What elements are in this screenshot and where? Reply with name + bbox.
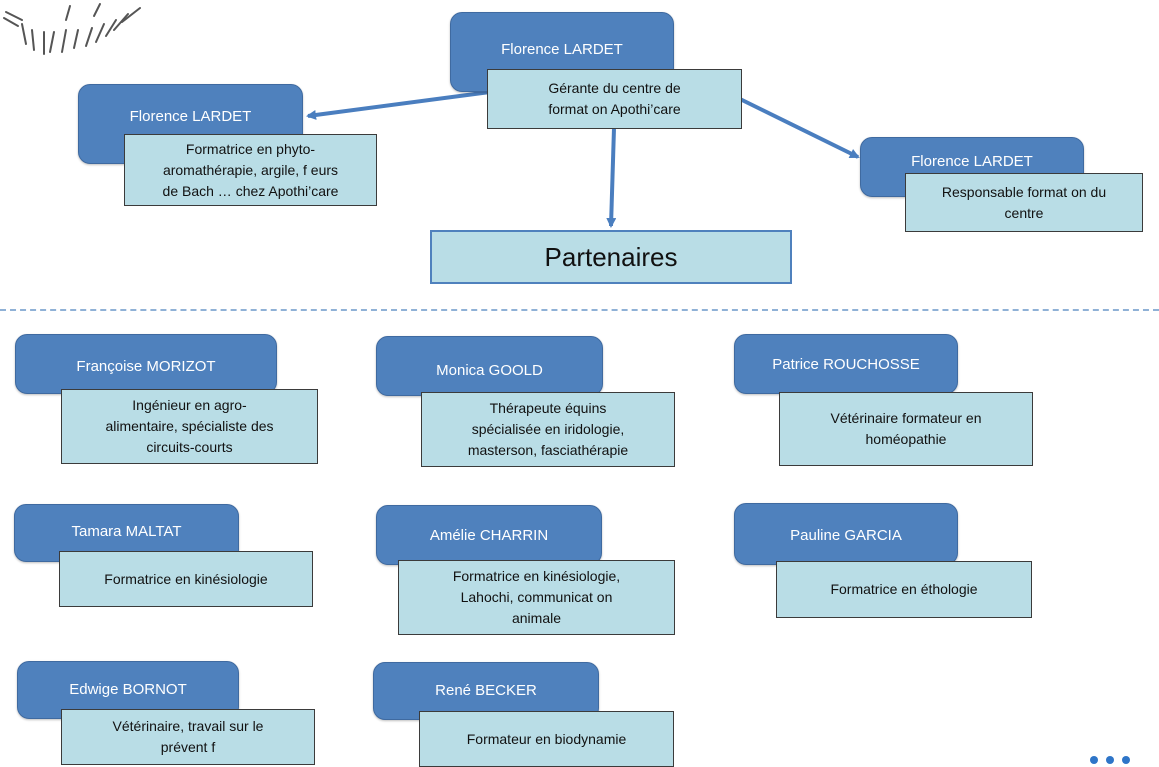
card-name: Françoise MORIZOT — [15, 334, 277, 394]
section-divider — [0, 309, 1159, 311]
card-role: Formateur en biodynamie — [419, 711, 674, 767]
card-name: René BECKER — [373, 662, 599, 720]
card-role: Ingénieur en agro- alimentaire, spéciali… — [61, 389, 318, 464]
card-name: Monica GOOLD — [376, 336, 603, 396]
sunburst-logo — [3, 3, 141, 55]
card-role: Formatrice en phyto- aromathérapie, argi… — [124, 134, 377, 206]
card-name: Amélie CHARRIN — [376, 505, 602, 565]
card-role: Formatrice en kinésiologie, Lahochi, com… — [398, 560, 675, 635]
card-role: Vétérinaire, travail sur le prévent f — [61, 709, 315, 765]
card-name: Pauline GARCIA — [734, 503, 958, 565]
arrow-to-partners — [606, 127, 617, 228]
arrow-to-left-card — [306, 90, 491, 120]
card-name: Patrice ROUCHOSSE — [734, 334, 958, 394]
partners-title-box: Partenaires — [430, 230, 792, 284]
card-role: Thérapeute équins spécialisée en iridolo… — [421, 392, 675, 467]
arrow-to-right-card — [737, 96, 860, 159]
card-role: Formatrice en éthologie — [776, 561, 1032, 618]
ellipsis-icon[interactable] — [1088, 754, 1132, 766]
card-role: Responsable format on du centre — [905, 173, 1143, 232]
card-role: Gérante du centre de format on Apothi’ca… — [487, 69, 742, 129]
card-role: Vétérinaire formateur en homéopathie — [779, 392, 1033, 466]
card-role: Formatrice en kinésiologie — [59, 551, 313, 607]
